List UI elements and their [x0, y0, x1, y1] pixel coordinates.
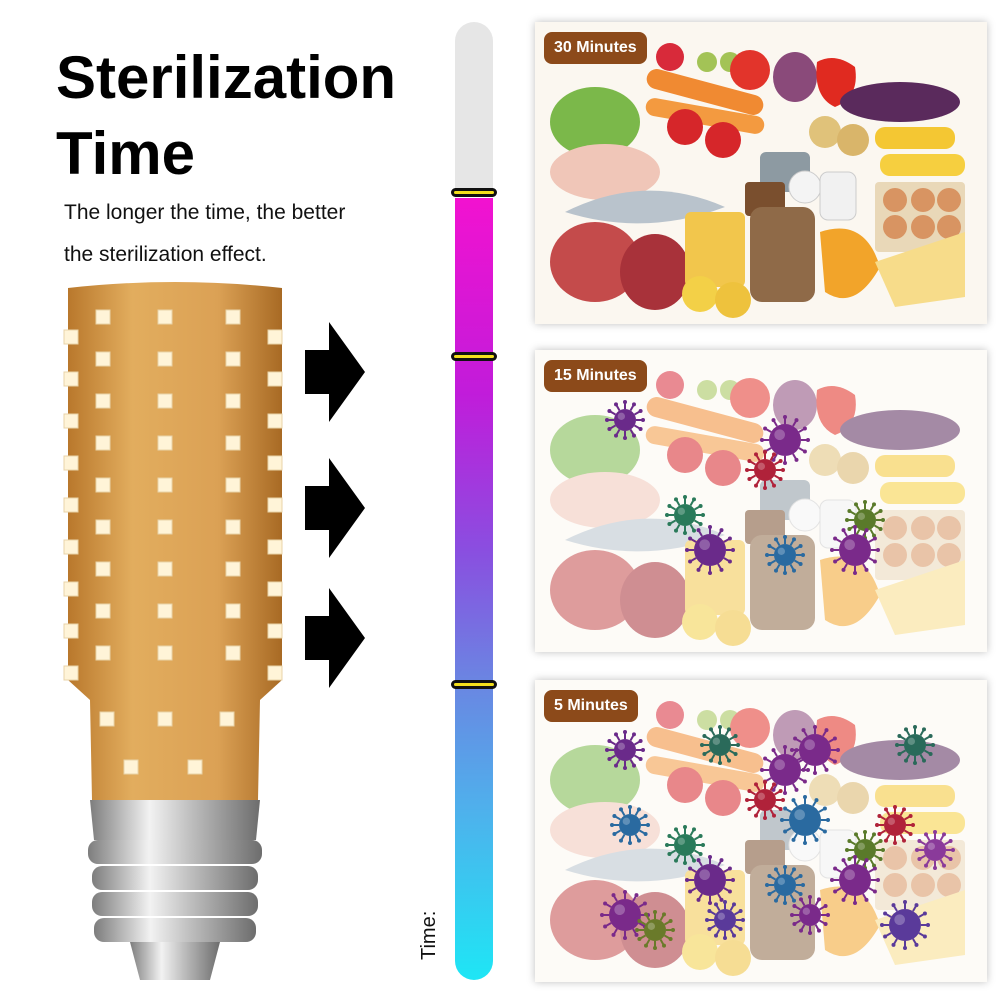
- virus-icon: [705, 900, 745, 940]
- virus-icon: [665, 495, 705, 535]
- bulb-base-screw: [90, 800, 260, 840]
- virus-icon: [830, 855, 880, 905]
- virus-icon: [830, 525, 880, 575]
- timeline-bar-gradient: [455, 198, 493, 980]
- virus-icon: [745, 780, 785, 820]
- virus-icon: [765, 865, 805, 905]
- led-chips: [63, 309, 283, 775]
- virus-icon: [780, 795, 830, 845]
- timeline-marker-30: [451, 188, 497, 197]
- right-arrow-icon: [305, 458, 365, 558]
- virus-icon: [880, 900, 930, 950]
- virus-icon: [610, 805, 650, 845]
- virus-icon: [605, 400, 645, 440]
- virus-icon: [845, 500, 885, 540]
- subtitle-line-1: The longer the time, the better: [64, 201, 346, 224]
- title-line-1: Sterilization: [56, 44, 397, 111]
- food-illustration: [535, 22, 987, 324]
- fade-overlay: [535, 350, 987, 652]
- virus-icon: [895, 725, 935, 765]
- screw-threads: [88, 840, 262, 980]
- virus-icon: [600, 890, 650, 940]
- title-line-2: Time: [56, 120, 195, 187]
- led-corn-bulb: [63, 282, 283, 980]
- virus-icon: [790, 895, 830, 935]
- germ-layer: [605, 400, 885, 575]
- virus-icon: [845, 830, 885, 870]
- virus-icon: [635, 910, 675, 950]
- virus-icon: [790, 725, 840, 775]
- food-illustration: [535, 350, 987, 652]
- virus-icon: [745, 450, 785, 490]
- germ-layer: [600, 725, 955, 950]
- timeline-marker-5: [451, 680, 497, 689]
- timeline-bar-inactive: [455, 22, 493, 194]
- time-badge-15: 15 Minutes: [544, 360, 647, 392]
- time-badge-5: 5 Minutes: [544, 690, 638, 722]
- subtitle: The longer the time, the better the ster…: [64, 192, 424, 276]
- virus-icon: [605, 730, 645, 770]
- subtitle-line-2: the sterilization effect.: [64, 243, 267, 266]
- virus-icon: [915, 830, 955, 870]
- bulb-body: [68, 282, 282, 800]
- food-panel-15-minutes: 15 Minutes: [535, 350, 987, 652]
- right-arrow-icon: [305, 322, 365, 422]
- timeline-bar: [455, 22, 493, 980]
- virus-icon: [765, 535, 805, 575]
- virus-icon: [685, 855, 735, 905]
- virus-icon: [875, 805, 915, 845]
- page-title: Sterilization Time: [56, 40, 396, 192]
- timeline-label: Time:: [418, 910, 440, 960]
- food-illustration: [535, 680, 987, 982]
- food-panel-5-minutes: 5 Minutes: [535, 680, 987, 982]
- virus-icon: [685, 525, 735, 575]
- right-arrow-icon: [305, 588, 365, 688]
- virus-icon: [665, 825, 705, 865]
- food-panel-30-minutes: 30 Minutes: [535, 22, 987, 324]
- virus-icon: [700, 725, 740, 765]
- virus-icon: [760, 415, 810, 465]
- time-badge-30: 30 Minutes: [544, 32, 647, 64]
- timeline-marker-15: [451, 352, 497, 361]
